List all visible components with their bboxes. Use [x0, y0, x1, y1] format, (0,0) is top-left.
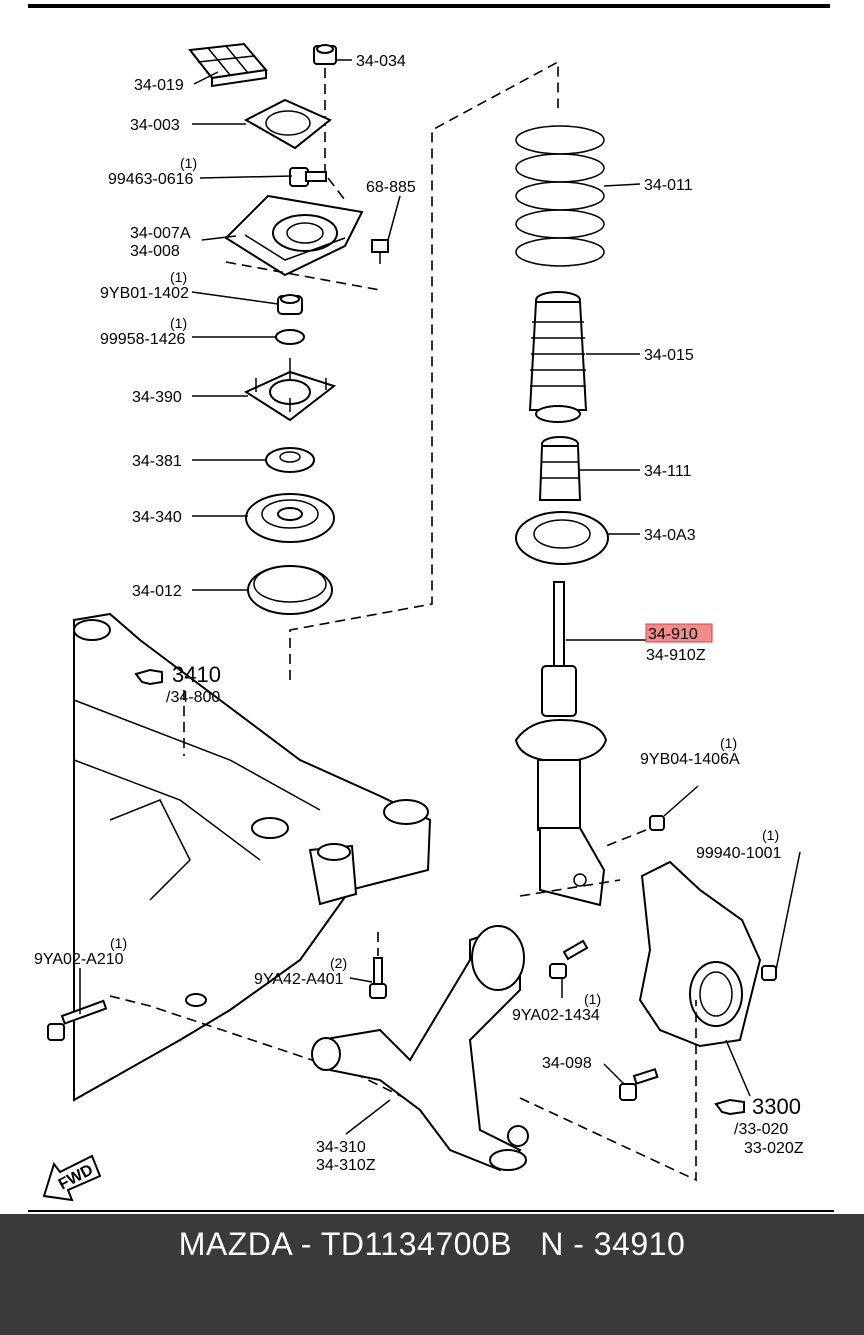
label-34-910z: 34-910Z	[646, 647, 706, 664]
label-34-019: 34-019	[134, 77, 184, 94]
label-34-003: 34-003	[130, 117, 180, 134]
subframe-part	[73, 612, 432, 1102]
qty-99958: (1)	[170, 315, 187, 331]
label-34-381: 34-381	[132, 453, 182, 470]
label-3300: 3300	[752, 1094, 801, 1119]
insulator-ring-part	[247, 565, 333, 615]
label-34-910: 34-910	[648, 626, 698, 643]
dust-boot-part	[528, 291, 640, 423]
bolt3-part	[47, 968, 108, 1041]
label-34-015: 34-015	[644, 347, 694, 364]
steering-knuckle-part	[638, 851, 801, 1048]
qty-99940: (1)	[762, 827, 779, 843]
label-9ya42-a401: 9YA42-A401	[254, 971, 344, 988]
exploded-parts-diagram: 34-019 34-034 34-003 (1) 99463-0616 68-8…	[28, 4, 834, 1212]
label-34-390: 34-390	[132, 389, 182, 406]
coil-spring-part	[515, 125, 641, 267]
label-9yb01-1402: 9YB01-1402	[100, 285, 189, 302]
top-border	[28, 4, 830, 8]
bolt4-part	[369, 932, 387, 999]
pad-part	[188, 42, 268, 88]
label-34-0a3: 34-0A3	[644, 527, 696, 544]
bearing-part	[265, 447, 315, 473]
part-number-caption: MAZDA - TD1134700B N - 34910	[178, 1226, 686, 1262]
label-33-020z: 33-020Z	[744, 1140, 804, 1157]
washer-part	[275, 329, 305, 345]
label-68-885: 68-885	[366, 179, 416, 196]
bump-stop-part	[538, 436, 640, 501]
label-34-310: 34-310	[316, 1139, 366, 1156]
part-highlight	[645, 623, 713, 643]
label-9yb04-1406a: 9YB04-1406A	[640, 751, 740, 768]
clip-part	[371, 239, 389, 264]
qty-99463: (1)	[180, 155, 197, 171]
qty-9ya02b: (1)	[584, 991, 601, 1007]
bolt5-part	[549, 939, 589, 998]
label-34-800: /34-800	[166, 689, 220, 706]
qty-9ya42: (2)	[330, 955, 347, 971]
label-34-098: 34-098	[542, 1055, 592, 1072]
mount-plate-part	[224, 194, 364, 277]
label-34-007a: 34-007A	[130, 225, 191, 242]
label-34-012: 34-012	[132, 583, 182, 600]
top-mount-part	[243, 358, 337, 422]
label-9ya02-a210: 9YA02-A210	[34, 951, 124, 968]
lower-arm-part	[311, 925, 529, 1172]
qty-9yb01: (1)	[170, 269, 187, 285]
label-99958-1426: 99958-1426	[100, 331, 186, 348]
qty-9yb04: (1)	[720, 735, 737, 751]
qty-9ya02a: (1)	[110, 935, 127, 951]
forward-arrow-icon	[42, 1154, 102, 1202]
nut-part	[313, 44, 352, 65]
label-9ya02-1434: 9YA02-1434	[512, 1007, 600, 1024]
label-34-111: 34-111	[644, 463, 692, 480]
label-34-034: 34-034	[356, 53, 406, 70]
nut3-part	[649, 785, 699, 831]
pointer-icon	[134, 668, 745, 1116]
label-34-011: 34-011	[644, 177, 693, 194]
label-34-340: 34-340	[132, 509, 182, 526]
label-33-020: /33-020	[734, 1121, 788, 1138]
nut2-part	[277, 294, 303, 315]
lower-seat-part	[515, 511, 640, 565]
bottom-border	[28, 1210, 834, 1212]
gasket-part	[243, 98, 332, 150]
label-34-008: 34-008	[130, 243, 180, 260]
label-34-310z: 34-310Z	[316, 1157, 376, 1174]
label-99940-1001: 99940-1001	[696, 845, 782, 862]
label-99463-0616: 99463-0616	[108, 171, 194, 188]
bolt2-part	[603, 1063, 659, 1101]
label-3410: 3410	[172, 662, 221, 687]
shock-absorber-part	[514, 581, 648, 907]
footer-bar: MAZDA - TD1134700B N - 34910	[0, 1214, 864, 1335]
bolt-part	[289, 167, 327, 187]
upper-seat-part	[245, 493, 335, 543]
